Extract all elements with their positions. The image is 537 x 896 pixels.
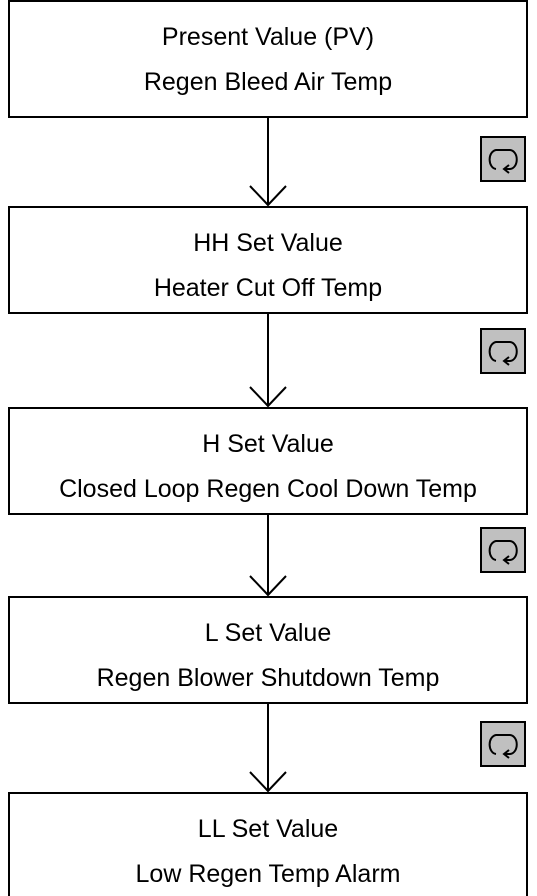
step-subtitle: Regen Bleed Air Temp [143, 68, 393, 96]
step-title: L Set Value [204, 619, 332, 647]
cycle-button[interactable] [480, 527, 526, 573]
step-box-hh: HH Set Value Heater Cut Off Temp [8, 206, 528, 314]
step-subtitle: Closed Loop Regen Cool Down Temp [59, 475, 477, 503]
step-box-ll: LL Set Value Low Regen Temp Alarm [8, 792, 528, 896]
step-box-pv: Present Value (PV) Regen Bleed Air Temp [8, 0, 528, 118]
arrow-down-icon [249, 515, 287, 597]
step-subtitle: Heater Cut Off Temp [153, 274, 383, 302]
cycle-button[interactable] [480, 328, 526, 374]
cycle-arrow-icon [488, 341, 518, 366]
cycle-button[interactable] [480, 721, 526, 767]
step-title: LL Set Value [197, 815, 339, 843]
step-subtitle: Low Regen Temp Alarm [135, 860, 401, 888]
arrow-down-icon [249, 314, 287, 408]
cycle-button[interactable] [480, 136, 526, 182]
arrow-down-icon [249, 118, 287, 207]
step-title: HH Set Value [193, 229, 343, 257]
cycle-arrow-icon [488, 149, 518, 174]
step-box-h: H Set Value Closed Loop Regen Cool Down … [8, 407, 528, 515]
step-subtitle: Regen Blower Shutdown Temp [96, 664, 440, 692]
cycle-arrow-icon [488, 734, 518, 759]
cycle-arrow-icon [488, 540, 518, 565]
step-title: Present Value (PV) [161, 23, 375, 51]
step-title: H Set Value [202, 430, 334, 458]
step-box-l: L Set Value Regen Blower Shutdown Temp [8, 596, 528, 704]
arrow-down-icon [249, 704, 287, 793]
